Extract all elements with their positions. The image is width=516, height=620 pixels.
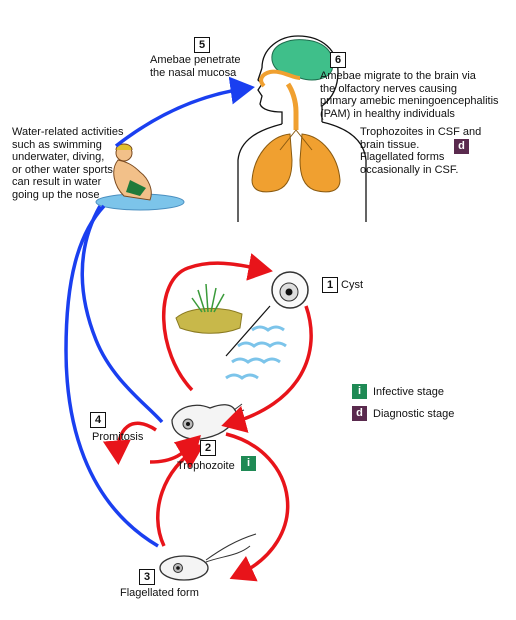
lungs-icon	[251, 129, 341, 193]
step-1-label: Cyst	[341, 279, 363, 291]
legend-diagnostic-badge: d	[352, 406, 367, 421]
step-6-label: Amebae migrate to the brain via the olfa…	[320, 70, 499, 120]
trophozoite-infective-badge: i	[241, 456, 256, 471]
trophozoite-nucleolus-icon	[186, 422, 190, 426]
nasal-pathway-icon	[259, 69, 301, 88]
step-2-number: 2	[200, 440, 216, 456]
soil-icon	[175, 307, 243, 334]
legend-infective-label: Infective stage	[373, 386, 444, 398]
step-4-label: Promitosis	[92, 431, 144, 443]
blue-arrows	[64, 76, 255, 548]
flagellated-form-icon	[159, 555, 209, 581]
water-activities-note: Water-related activities such as swimmin…	[12, 126, 124, 201]
step-4-number: 4	[90, 412, 106, 428]
step-2-label: Trophozoite	[177, 460, 235, 472]
flagella-icon	[205, 533, 257, 563]
step-3-label: Flagellated form	[120, 587, 199, 599]
step-6-number: 6	[330, 52, 346, 68]
legend-infective-badge: i	[352, 384, 367, 399]
grass-icon	[191, 283, 225, 313]
step-3-number: 3	[139, 569, 155, 585]
water-waves-icon	[225, 325, 287, 380]
csf-note: Trophozoites in CSF and brain tissue. Fl…	[360, 126, 482, 176]
red-arrows	[102, 253, 313, 582]
trachea-icon	[285, 82, 299, 130]
flagellate-nucleolus-icon	[176, 566, 180, 570]
step-5-number: 5	[194, 37, 210, 53]
human-figure-icon	[237, 35, 367, 222]
cyst-nucleolus-icon	[285, 288, 293, 296]
step-1-number: 1	[322, 277, 338, 293]
csf-diagnostic-badge: d	[454, 139, 469, 154]
swimmer-icon	[113, 143, 152, 201]
step-5-label: Amebae penetrate the nasal mucosa	[150, 54, 241, 79]
legend-diagnostic-label: Diagnostic stage	[373, 408, 455, 420]
divider-line	[225, 305, 271, 357]
